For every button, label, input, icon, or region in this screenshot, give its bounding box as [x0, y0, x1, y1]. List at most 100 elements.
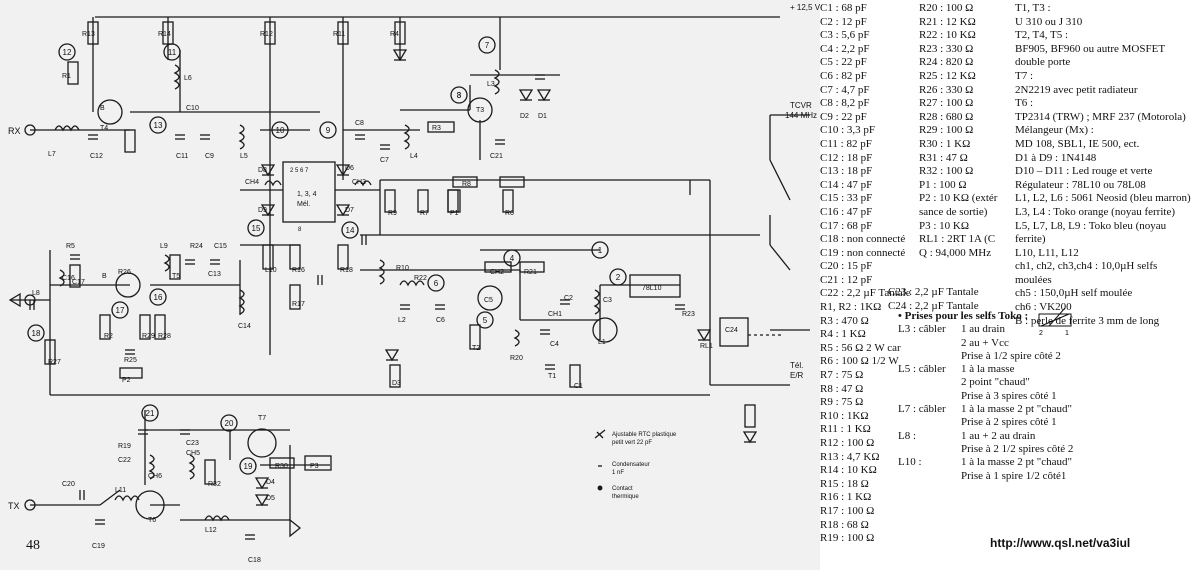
- legend-line: C15 : 33 pF: [820, 192, 873, 205]
- legend-line: R13 : 4,7 KΩ: [820, 450, 880, 463]
- legend-line: C10 : 3,3 pF: [820, 124, 876, 137]
- legend-line: C9 : 22 pF: [820, 110, 867, 123]
- part-label: L12: [205, 527, 217, 534]
- part-label: P2: [122, 377, 131, 384]
- legend-trimmer-2: petit vert 22 pF: [612, 440, 652, 446]
- toko-coil: [898, 470, 961, 483]
- part-label: L8: [32, 290, 40, 297]
- legend-line: C2 : 12 pF: [820, 15, 867, 28]
- part-label: C7: [380, 157, 389, 164]
- part-label: R25: [124, 357, 137, 364]
- toko-coil: L8 :: [898, 429, 917, 442]
- node-number: 17: [116, 306, 125, 315]
- toko-row: Prise à 1/2 spire côté 2: [898, 350, 1073, 363]
- legend-line: R3 : 470 Ω: [820, 314, 869, 327]
- tel-label-1: Tél.: [790, 361, 803, 370]
- part-label: C9: [205, 153, 214, 160]
- tx-label: TX: [8, 501, 20, 511]
- node-number: 20: [225, 419, 234, 428]
- part-label: D2: [520, 113, 529, 120]
- node-number: 1: [598, 246, 603, 255]
- node-number: 9: [326, 126, 331, 135]
- legend-line: R8 : 47 Ω: [820, 382, 864, 395]
- part-label: R16: [292, 267, 305, 274]
- node-number: 10: [276, 126, 285, 135]
- toko-coil: [898, 443, 961, 456]
- legend-line: R20 : 100 Ω: [919, 2, 974, 14]
- part-label: CH2: [490, 269, 504, 276]
- part-label: C3: [603, 297, 612, 304]
- legend-line: BF905, BF960 ou autre MOSFET double port…: [1015, 42, 1165, 69]
- node-number: 15: [252, 224, 261, 233]
- part-label: B: [100, 105, 105, 112]
- legend-line: C24 : 2,2 µF Tantale: [888, 299, 979, 312]
- legend-line: sance de sortie): [919, 205, 988, 218]
- mixer-pin8: 8: [298, 227, 302, 233]
- legend-cap-1: Condensateur: [612, 462, 650, 468]
- part-label: L4: [410, 153, 418, 160]
- legend-line: R11 : 1 KΩ: [820, 423, 871, 436]
- legend-line: R1, R2 : 1KΩ: [820, 301, 882, 314]
- legend-line: T6 :: [1015, 97, 1034, 110]
- part-label: R1: [62, 73, 71, 80]
- part-label: R6: [505, 210, 514, 217]
- legend-line: ch1, ch2, ch3,ch4 : 10,0µH selfs moulées: [1015, 260, 1158, 286]
- legend-line: R17 : 100 Ω: [820, 504, 875, 517]
- part-label: C23: [186, 440, 199, 447]
- toko-row: 2 au + Vcc: [898, 337, 1073, 350]
- part-label: T3: [476, 107, 484, 114]
- part-label: D1: [538, 113, 547, 120]
- toko-coil: L3 : câbler: [898, 323, 946, 336]
- part-label: C4: [550, 341, 559, 348]
- legend-line: C12 : 18 pF: [820, 151, 873, 164]
- tap-label-2: 2: [1039, 330, 1043, 336]
- part-label: C21: [490, 153, 503, 160]
- node-number: 19: [244, 462, 253, 471]
- legend-line: T1, T3 :: [1015, 2, 1051, 14]
- tcvr-label-1: TCVR: [790, 101, 812, 110]
- part-label: CH3: [352, 179, 366, 186]
- legend-line: R16 : 1 KΩ: [820, 491, 872, 504]
- legend-line: R7 : 75 Ω: [820, 369, 864, 382]
- part-label: R7: [420, 210, 429, 217]
- toko-row: Prise à 2 1/2 spires côté 2: [898, 443, 1073, 456]
- node-number: 3: [457, 91, 462, 100]
- legend-line: R10 : 1KΩ: [820, 409, 869, 422]
- toko-tap: Prise à 2 spires côté 1: [961, 416, 1057, 429]
- legend-line: C3 : 5,6 pF: [820, 29, 870, 42]
- source-url[interactable]: http://www.qsl.net/va3iul: [990, 536, 1131, 550]
- legend-line: C22 : 2,2 µF Tantale: [820, 287, 911, 300]
- part-label: T6: [148, 517, 156, 524]
- part-label: R27: [48, 359, 61, 366]
- legend-line: C16 : 47 pF: [820, 205, 873, 218]
- legend-line: 2N2219 avec petit radiateur: [1015, 83, 1138, 96]
- node-number: 4: [510, 254, 515, 263]
- legend-line: R21 : 12 KΩ: [919, 15, 976, 28]
- part-label: R22: [414, 275, 427, 282]
- legend-line: R23 : 330 Ω: [919, 42, 974, 55]
- part-label: RL1: [700, 343, 713, 350]
- node-number: 2: [616, 273, 621, 282]
- part-label: R32: [208, 481, 221, 488]
- legend-line: R29 : 100 Ω: [919, 124, 974, 137]
- legend-line: R5 : 56 Ω 2 W car: [820, 341, 901, 354]
- toko-tap: 1 au drain: [961, 323, 1005, 336]
- legend-line: R6 : 100 Ω 1/2 W: [820, 355, 899, 368]
- part-label: CH5: [186, 450, 200, 457]
- legend-line: MD 108, SBL1, IE 500, ect.: [1015, 137, 1140, 150]
- mixer-pins: 2 5 6 7: [290, 168, 309, 174]
- part-label: R8: [462, 181, 471, 188]
- legend-line: C19 : non connecté: [820, 246, 906, 259]
- legend-line: C7 : 4,7 pF: [820, 83, 870, 96]
- legend-line: R15 : 18 Ω: [820, 477, 869, 490]
- legend-trimmer-1: Ajustable RTC plastique: [612, 432, 677, 438]
- part-label: C19: [92, 543, 105, 550]
- part-label: L6: [184, 75, 192, 82]
- legend-line: L10, L11, L12: [1015, 246, 1079, 259]
- part-label: R28: [158, 333, 171, 340]
- part-label: D4: [266, 479, 275, 486]
- legend-line: C11 : 82 pF: [820, 137, 872, 150]
